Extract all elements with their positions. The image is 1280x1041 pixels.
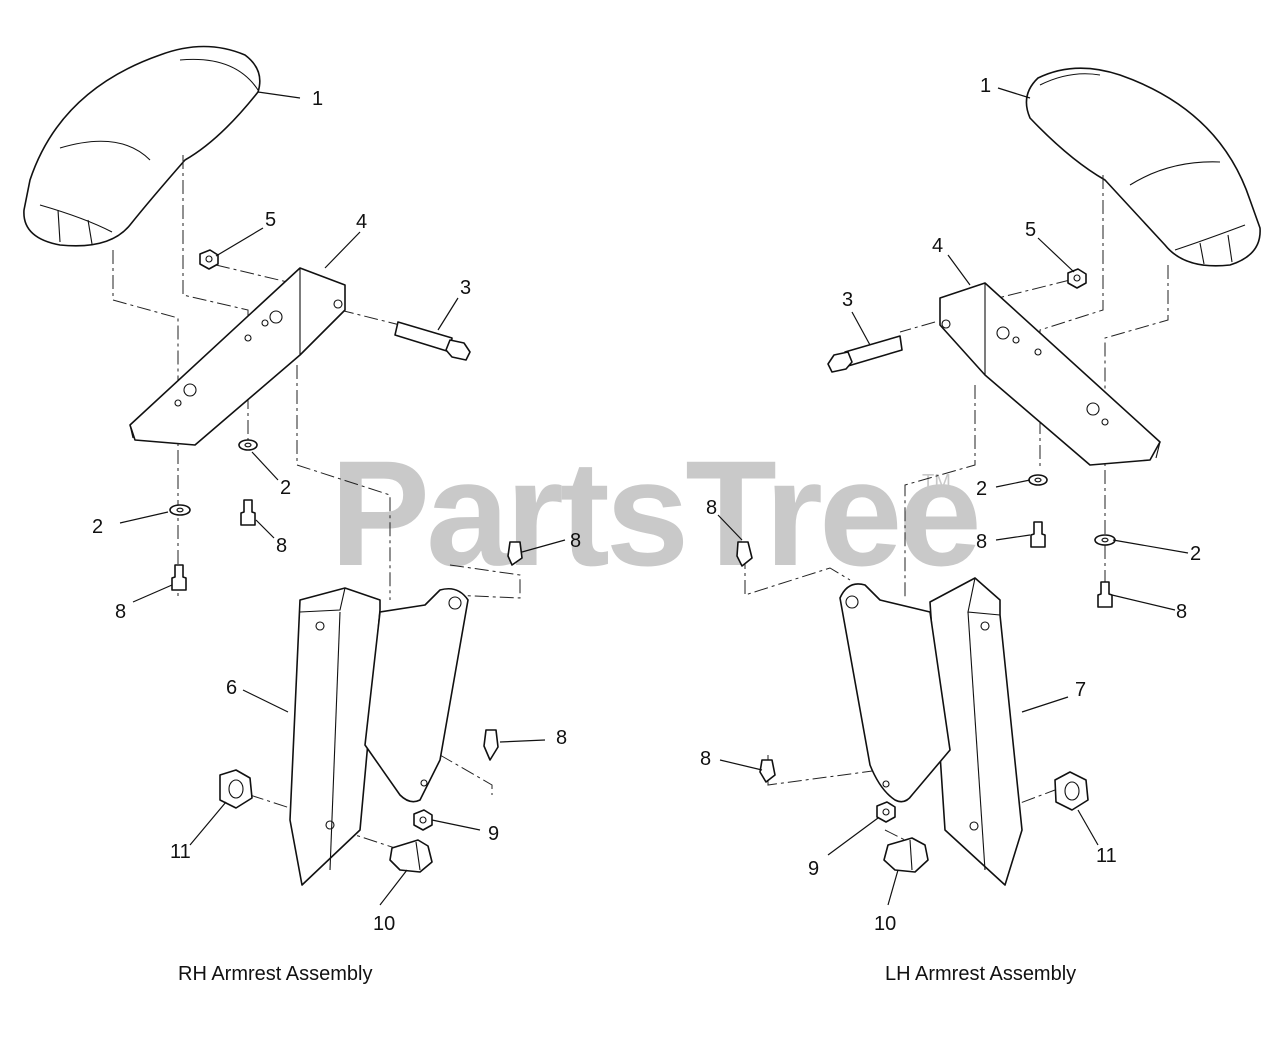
watermark-text: PartsTree <box>330 429 978 597</box>
lh-callouts: 1 4 5 3 2 2 8 8 8 8 7 9 10 11 <box>700 75 1201 935</box>
rh-callout-5: 5 <box>265 209 276 231</box>
rh-side-plate <box>364 587 469 803</box>
lh-callout-8a: 8 <box>976 531 987 553</box>
lh-armrest-assembly: 1 4 5 3 2 2 8 8 8 8 7 9 10 11 LH Armrest… <box>700 67 1261 985</box>
rh-callout-3: 3 <box>460 277 471 299</box>
rh-alignment-lines <box>112 155 521 849</box>
rh-bolt <box>394 321 471 361</box>
rh-callout-1: 1 <box>312 88 323 110</box>
lh-callout-1: 1 <box>980 75 991 97</box>
lh-callout-11: 11 <box>1096 845 1117 867</box>
lh-leaders <box>717 87 1189 906</box>
lh-callout-8b: 8 <box>1176 601 1187 623</box>
rh-callout-10: 10 <box>373 913 395 935</box>
lh-callout-8d: 8 <box>700 748 711 770</box>
rh-callout-2b: 2 <box>280 477 291 499</box>
rh-assembly-caption: RH Armrest Assembly <box>178 963 372 985</box>
watermark: PartsTree TM <box>330 429 982 597</box>
rh-mounting-bar <box>129 267 346 446</box>
lh-callout-4: 4 <box>932 235 943 257</box>
rh-callout-2a: 2 <box>92 516 103 538</box>
rh-callout-8d: 8 <box>556 727 567 749</box>
rh-callout-6: 6 <box>226 677 237 699</box>
lh-callout-8c: 8 <box>706 497 717 519</box>
rh-armrest-assembly: 1 4 5 3 2 2 8 8 8 8 6 9 10 11 RH Armrest… <box>23 45 581 985</box>
rh-screws <box>171 499 523 761</box>
rh-carriage-bolt <box>389 839 433 873</box>
lh-assembly-caption: LH Armrest Assembly <box>885 963 1076 985</box>
rh-leaders <box>119 91 566 906</box>
rh-callout-4: 4 <box>356 211 367 233</box>
lh-callout-3: 3 <box>842 289 853 311</box>
trademark-mark: TM <box>922 471 951 493</box>
rh-callout-8b: 8 <box>276 535 287 557</box>
lh-callout-9: 9 <box>808 858 819 880</box>
rh-washers <box>169 439 258 516</box>
rh-lock-nut <box>413 809 433 831</box>
lh-mounting-bar <box>939 282 1161 466</box>
lh-callout-7: 7 <box>1075 679 1086 701</box>
lh-side-plate <box>839 583 951 803</box>
rh-callout-8a: 8 <box>115 601 126 623</box>
rh-callout-8c: 8 <box>570 530 581 552</box>
lh-screws <box>736 521 1113 783</box>
lh-washers <box>1028 474 1116 546</box>
lh-carriage-bolt <box>883 837 929 873</box>
lh-lock-nut <box>876 801 896 823</box>
rh-callout-9: 9 <box>488 823 499 845</box>
lh-callout-2a: 2 <box>976 478 987 500</box>
lh-nut <box>1067 268 1087 289</box>
rh-callouts: 1 4 5 3 2 2 8 8 8 8 6 9 10 11 <box>92 88 581 935</box>
lh-callout-5: 5 <box>1025 219 1036 241</box>
lh-callout-2b: 2 <box>1190 543 1201 565</box>
lh-armrest-pad <box>1025 67 1261 267</box>
rh-callout-11: 11 <box>170 841 191 863</box>
rh-nut <box>199 249 219 270</box>
lh-hex-nut <box>1054 771 1089 811</box>
lh-callout-10: 10 <box>874 913 896 935</box>
rh-hex-nut <box>219 769 253 809</box>
lh-support-channel <box>929 577 1023 886</box>
lh-bolt <box>827 335 903 373</box>
rh-support-channel <box>289 587 381 886</box>
rh-armrest-pad <box>23 45 261 247</box>
